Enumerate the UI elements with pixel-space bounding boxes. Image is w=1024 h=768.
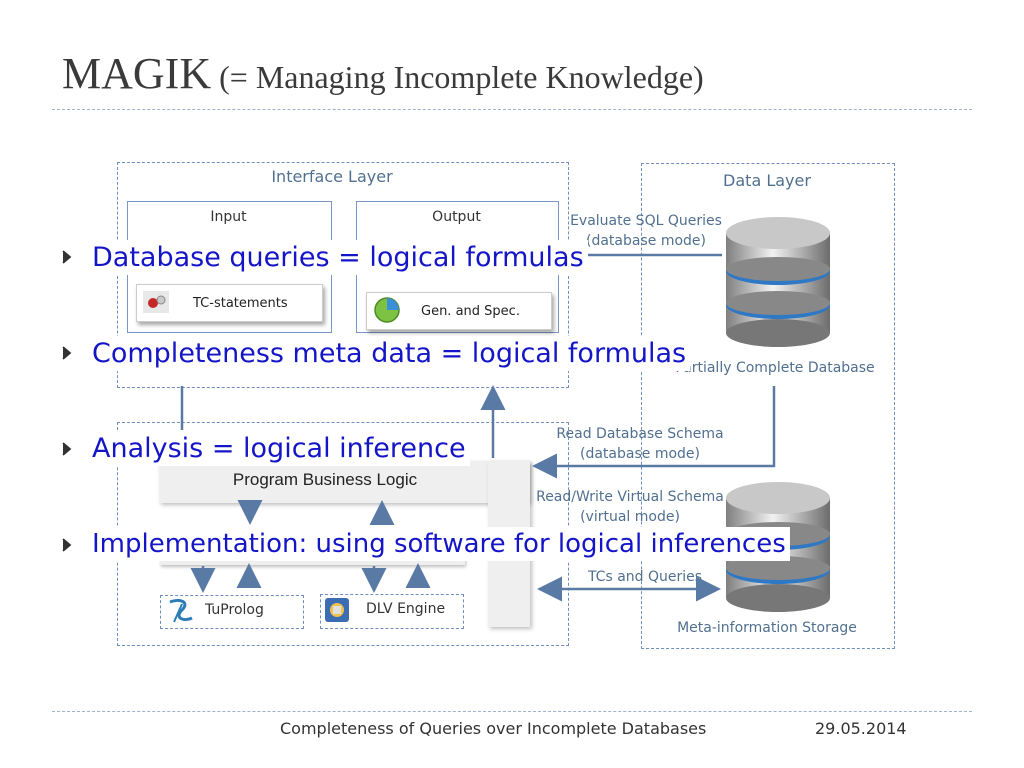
puzzle-gear-icon (141, 289, 173, 317)
data-layer-label: Data Layer (723, 171, 811, 190)
business-logic-bar (160, 461, 530, 503)
dlv-engine-label: DLV Engine (366, 601, 446, 617)
bullet-arrow-icon (62, 250, 82, 268)
evaluate-sql-label-2: (database mode) (586, 233, 706, 249)
data-layer-box (641, 163, 895, 649)
footer-text: Completeness of Queries over Incomplete … (280, 719, 707, 738)
gen-spec-label: Gen. and Spec. (421, 303, 520, 319)
rw-virtual-label-1: Read/Write Virtual Schema (536, 489, 724, 505)
slide-title: MAGIK (= Managing Incomplete Knowledge) (62, 49, 704, 98)
footer-date: 29.05.2014 (815, 719, 907, 738)
meta-storage-label: Meta-information Storage (677, 620, 857, 636)
business-logic-label: Program Business Logic (232, 470, 418, 489)
partial-database-label: Partially Complete Database (675, 360, 875, 376)
evaluate-sql-label-1: Evaluate SQL Queries (570, 213, 722, 229)
bullet-arrow-icon (62, 538, 82, 556)
dlv-box[interactable] (320, 594, 464, 629)
interface-layer-box (117, 162, 569, 388)
bullet-3: Analysis = logical inference (88, 431, 470, 466)
tuprolog-label: TuProlog (205, 602, 264, 618)
tc-statements-label: TC-statements (193, 295, 288, 311)
dlv-engine-icon (324, 597, 350, 627)
bullet-4: Implementation: using software for logic… (88, 527, 790, 561)
bullet-1: Database queries = logical formulas (88, 240, 588, 275)
tuprolog-icon (164, 596, 198, 630)
gen-spec-button[interactable]: Gen. and Spec. (366, 292, 552, 330)
footer-divider (52, 711, 972, 712)
title-divider (52, 109, 972, 110)
green-globe-icon (373, 296, 403, 326)
tuprolog-box[interactable] (160, 595, 304, 629)
output-label: Output (432, 209, 481, 225)
bullet-arrow-icon (62, 346, 82, 364)
bullet-arrow-icon (62, 442, 82, 460)
tc-statements-button[interactable]: TC-statements (136, 284, 323, 322)
read-schema-label-1: Read Database Schema (556, 426, 724, 442)
rw-virtual-label-2: (virtual mode) (580, 509, 680, 525)
interface-layer-label: Interface Layer (271, 167, 393, 186)
read-schema-label-2: (database mode) (580, 446, 700, 462)
input-label: Input (210, 209, 247, 225)
partial-database-icon (720, 213, 836, 357)
bullet-2: Completeness meta data = logical formula… (88, 336, 691, 371)
